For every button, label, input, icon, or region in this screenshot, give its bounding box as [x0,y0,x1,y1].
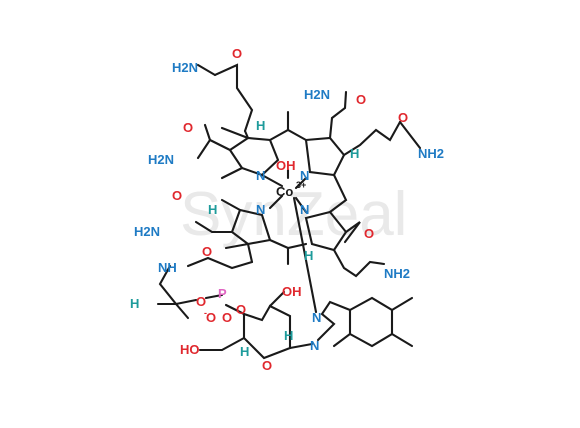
atom-n-benz2: N [310,338,319,353]
atom-nh2-6: NH2 [384,266,410,281]
atom-co-charge: 3+ [296,180,306,190]
atom-o-3: O [356,92,366,107]
atom-n-2: N [300,168,309,183]
atom-ho: HO [180,342,200,357]
atom-o-p3: O [222,310,232,325]
atom-oh-co: OH [276,158,296,173]
atom-h-1: H [256,118,265,133]
atom-o-5: O [172,188,182,203]
atom-h-7: H [240,344,249,359]
atom-o-p4: O [236,302,246,317]
bond-skeleton [156,63,422,360]
atom-h-4: H [304,248,313,263]
atom-nh2-2: H2N [148,152,174,167]
atom-nh2-5: H2N [134,224,160,239]
atom-co: Co [276,184,293,199]
atom-o-1: O [232,46,242,61]
atom-o-2: O [183,120,193,135]
atom-n-3: N [256,202,265,217]
atom-o-ring: O [262,358,272,373]
atom-h-6: H [284,328,293,343]
atom-h-2: H [350,146,359,161]
atom-h-5: H [130,296,139,311]
atom-o-minus: - [204,308,207,318]
atom-nh2-1: H2N [172,60,198,75]
atom-oh-sugar: OH [282,284,302,299]
atom-o-4: O [398,110,408,125]
atom-o-6: O [364,226,374,241]
atom-labels: H2N O O H2N H2N O O NH2 O H2N O NH2 N N … [130,46,444,373]
atom-h-3: H [208,202,217,217]
atom-n-benz1: N [312,310,321,325]
watermark: SynZeal [180,180,407,249]
atom-n-4: N [300,202,309,217]
atom-nh-amide: NH [158,260,177,275]
atom-o-p2: O [206,310,216,325]
atom-nh2-3: H2N [304,87,330,102]
atom-n-1: N [256,168,265,183]
atom-o-7: O [202,244,212,259]
atom-nh2-4: NH2 [418,146,444,161]
atom-p: P [218,286,227,301]
atom-o-p1: O [196,294,206,309]
